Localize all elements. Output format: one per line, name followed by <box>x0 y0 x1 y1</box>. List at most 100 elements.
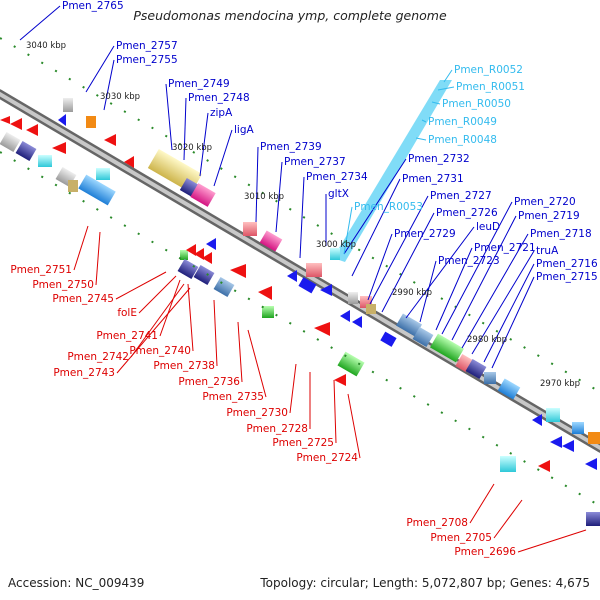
kbp-scale-label: 3030 kbp <box>100 92 140 102</box>
map-title: Pseudomonas mendocina ymp, complete geno… <box>133 8 447 23</box>
gene-label: Pmen_2731 <box>402 173 464 185</box>
gene-label: leuD <box>476 221 500 233</box>
gene-label: Pmen_2727 <box>430 190 492 202</box>
leader-line <box>333 379 337 444</box>
leader-line <box>421 119 427 123</box>
leader-line <box>187 283 194 352</box>
leader-line <box>19 5 61 41</box>
gene-label: Pmen_2736 <box>178 376 240 388</box>
leader-line <box>116 287 191 374</box>
leader-line <box>491 276 535 369</box>
gene-label: Pmen_2755 <box>116 54 178 66</box>
gene-label: Pmen_R0050 <box>442 98 511 110</box>
gene-label: Pmen_2740 <box>129 345 191 357</box>
leader-line <box>115 271 167 300</box>
genome-summary: Topology: circular; Length: 5,072,807 bp… <box>260 576 590 590</box>
kbp-scale-label: 2990 kbp <box>392 288 432 298</box>
gene-label: Pmen_2739 <box>260 141 322 153</box>
leader-line <box>469 483 495 524</box>
gene-label: Pmen_2732 <box>408 153 470 165</box>
leader-line <box>130 283 185 358</box>
leader-line <box>247 329 267 398</box>
gene-label: Pmen_2724 <box>296 452 358 464</box>
kbp-scale-label: 3010 kbp <box>244 192 284 202</box>
leader-line <box>451 215 517 341</box>
gene-label: Pmen_2737 <box>284 156 346 168</box>
leader-line <box>275 161 283 233</box>
kbp-scale-label: 2980 kbp <box>467 335 507 345</box>
leader-line <box>381 212 435 313</box>
leader-line <box>405 226 475 319</box>
kbp-scale-label: 3020 kbp <box>172 143 212 153</box>
gene-label: gltX <box>328 188 349 200</box>
leader-line <box>85 45 115 93</box>
leader-line <box>165 83 173 151</box>
rna-cluster-band <box>333 80 452 262</box>
label-leader-lines <box>19 5 587 553</box>
gene-label: Pmen_2749 <box>168 78 230 90</box>
gene-label: ligA <box>234 124 254 136</box>
leader-line <box>461 233 529 349</box>
kbp-scale-label: 3040 kbp <box>26 41 66 51</box>
gene-label: Pmen_2696 <box>454 546 516 558</box>
leader-line <box>73 225 89 271</box>
gene-label: Pmen_2728 <box>246 423 308 435</box>
gene-label: Pmen_2741 <box>96 330 158 342</box>
gene-label: Pmen_2748 <box>188 92 250 104</box>
gene-label: Pmen_2743 <box>53 367 115 379</box>
gene-label: Pmen_2705 <box>430 532 492 544</box>
leader-line <box>95 231 101 286</box>
gene-label: Pmen_2726 <box>436 207 498 219</box>
gene-label: Pmen_2757 <box>116 40 178 52</box>
leader-line <box>351 178 401 277</box>
gene-label: zipA <box>210 107 233 119</box>
gene-label: Pmen_2765 <box>62 0 124 12</box>
leader-line <box>237 321 243 383</box>
leader-line <box>183 97 187 161</box>
gene-label: truA <box>536 245 559 257</box>
gene-label: Pmen_2720 <box>514 196 576 208</box>
gene-label: Pmen_2715 <box>536 271 598 283</box>
leader-line <box>299 176 305 259</box>
leader-line <box>213 299 218 367</box>
gene-label: Pmen_R0052 <box>454 64 523 76</box>
forward-strand-features <box>58 98 600 470</box>
gene-label: Pmen_R0051 <box>456 81 525 93</box>
gene-label: Pmen_2734 <box>306 171 368 183</box>
leader-line <box>138 275 177 314</box>
gene-label: Pmen_R0049 <box>428 116 497 128</box>
gene-label: folE <box>117 307 137 319</box>
leader-line <box>103 59 115 111</box>
leader-line <box>431 101 441 105</box>
gene-label: Pmen_2725 <box>272 437 334 449</box>
gene-label: Pmen_R0053 <box>354 201 423 213</box>
leader-line <box>199 112 209 177</box>
kbp-scale-label: 2970 kbp <box>540 379 580 389</box>
gene-label: Pmen_R0048 <box>428 134 497 146</box>
leader-line <box>441 201 513 335</box>
gene-label: Pmen_2708 <box>406 517 468 529</box>
leader-line <box>419 260 437 323</box>
gene-label: Pmen_2718 <box>530 228 592 240</box>
accession-label: Accession: NC_009439 <box>8 576 145 590</box>
gene-label: Pmen_2716 <box>536 258 598 270</box>
gene-label: Pmen_2730 <box>226 407 288 419</box>
leader-line <box>289 363 297 414</box>
gene-label: Pmen_2738 <box>153 360 215 372</box>
kbp-scale-label: 3000 kbp <box>316 240 356 250</box>
kbp-scale-labels: 3040 kbp 3030 kbp 3020 kbp 3010 kbp 3000 kbp… <box>26 41 580 389</box>
gene-label: Pmen_2745 <box>52 293 114 305</box>
leader-line <box>471 250 535 355</box>
gene-label: Pmen_2751 <box>10 264 72 276</box>
gene-label: Pmen_2750 <box>32 279 94 291</box>
leader-line <box>483 263 535 363</box>
gene-label: Pmen_2721 <box>474 242 536 254</box>
gene-labels: Pmen_2765Pmen_2757Pmen_2755Pmen_2749Pmen… <box>10 0 598 558</box>
gene-label: Pmen_2742 <box>67 351 129 363</box>
leader-line <box>435 247 473 331</box>
leader-line <box>493 499 523 539</box>
leader-line <box>213 129 233 187</box>
gene-label: Pmen_2729 <box>394 228 456 240</box>
gene-label: Pmen_2723 <box>438 255 500 267</box>
